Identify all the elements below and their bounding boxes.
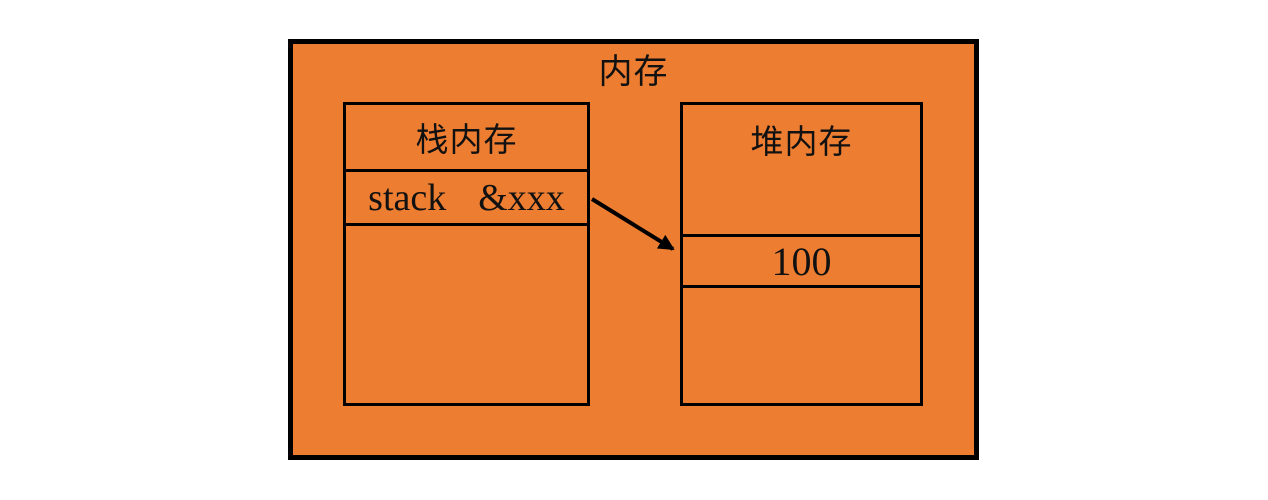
- stack-pointer-name: stack: [368, 176, 447, 219]
- pointer-arrow-icon: [590, 197, 675, 251]
- heap-memory-box: 堆内存 100: [680, 102, 923, 406]
- heap-memory-title: 堆内存: [683, 105, 920, 237]
- stack-memory-box: 栈内存 stack &xxx: [343, 102, 590, 406]
- heap-value: 100: [771, 238, 832, 284]
- stack-memory-title: 栈内存: [346, 105, 587, 172]
- memory-title: 内存: [598, 53, 669, 91]
- heap-value-cell: 100: [683, 237, 920, 288]
- stack-pointer-value: &xxx: [478, 176, 565, 219]
- stack-pointer-cell: stack &xxx: [346, 172, 587, 226]
- memory-outer-box: 内存 栈内存 stack &xxx 堆内存 100: [288, 39, 979, 460]
